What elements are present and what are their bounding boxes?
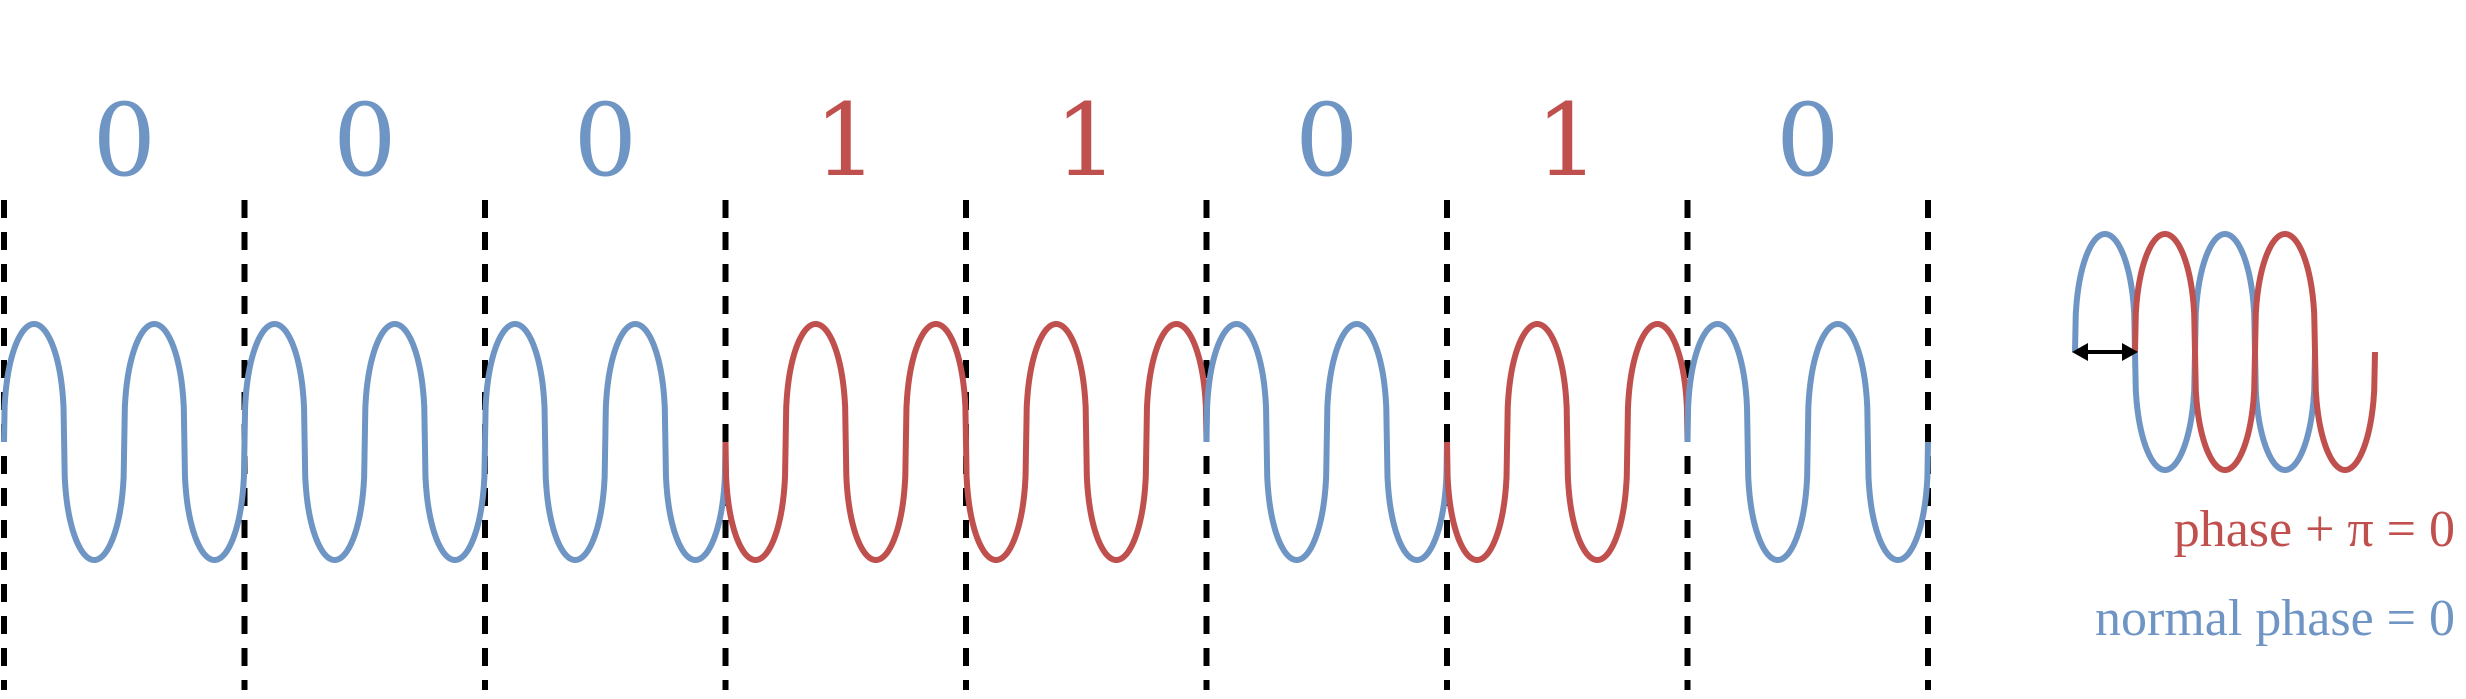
bit-label: 0 xyxy=(1295,82,1359,199)
bit-label: 1 xyxy=(814,82,878,199)
bit-wave-segment xyxy=(1684,321,1931,563)
bit-wave-segment xyxy=(1,321,248,563)
bit-wave-segment xyxy=(482,321,729,563)
phase-legend: phase + π = 0 normal phase = 0 xyxy=(2072,231,2455,647)
bit-dividers xyxy=(1,200,1931,690)
bit-wave-segment xyxy=(241,321,488,563)
bit-labels: 0 0 0 1 1 0 1 0 xyxy=(92,82,1839,199)
legend-inverted-label: phase + π = 0 xyxy=(2174,501,2455,558)
bit-wave-segment xyxy=(1444,321,1691,563)
bit-label: 1 xyxy=(1054,82,1118,199)
bit-wave-segment xyxy=(1203,321,1450,563)
bit-label: 0 xyxy=(92,82,156,199)
legend-normal-label: normal phase = 0 xyxy=(2095,590,2455,647)
bit-wave-segment xyxy=(963,321,1210,563)
phase-shift-arrow-icon xyxy=(2072,343,2138,361)
bit-wave-segment xyxy=(722,321,969,563)
bit-label: 1 xyxy=(1535,82,1599,199)
bit-label: 0 xyxy=(573,82,637,199)
bit-label: 0 xyxy=(333,82,397,199)
bit-label: 0 xyxy=(1776,82,1840,199)
signal-waveform xyxy=(1,321,1931,563)
legend-wave-inverted xyxy=(2132,231,2378,473)
